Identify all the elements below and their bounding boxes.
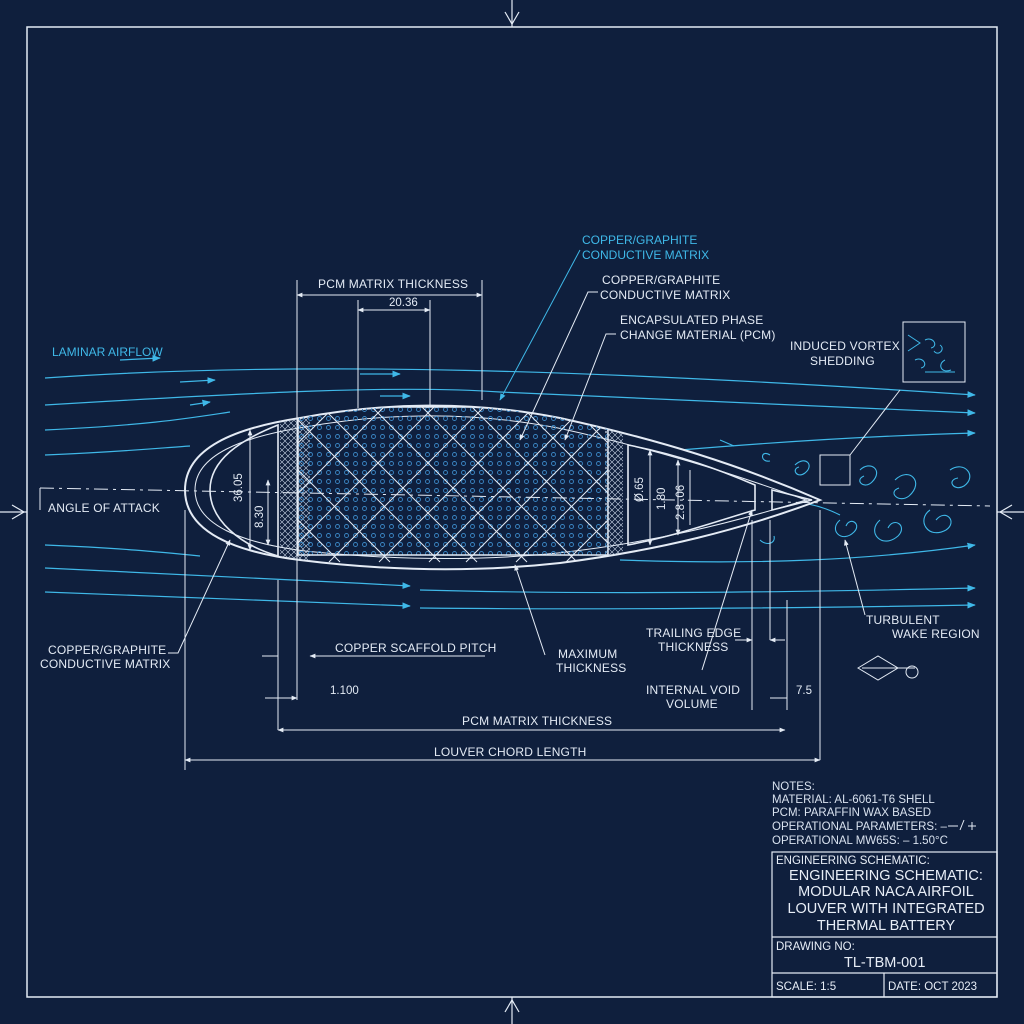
louver-chord-length-label: LOUVER CHORD LENGTH (434, 745, 587, 759)
notes-block: NOTES: MATERIAL: AL-6061-T6 SHELL PCM: P… (772, 781, 976, 847)
dimension-1-80: 1.80 (656, 488, 668, 510)
copper-graphite-white-label-2: CONDUCTIVE MATRIX (600, 288, 731, 302)
turbulent-wake-label-1: TURBULENT (866, 613, 940, 627)
notes-line-1: MATERIAL: AL-6061-T6 SHELL (772, 794, 935, 806)
dimension-7-5: 7.5 (796, 685, 812, 697)
encapsulated-pcm-label-2: CHANGE MATERIAL (PCM) (620, 328, 776, 342)
drawing-number-label: DRAWING NO: (776, 941, 855, 953)
drawing-title-line-2: MODULAR NACA AIRFOIL (798, 884, 974, 900)
maximum-thickness-label-1: MAXIMUM (558, 647, 617, 661)
scale-label: SCALE: 1:5 (776, 981, 836, 993)
pcm-matrix-thickness-bottom-label: PCM MATRIX THICKNESS (462, 714, 612, 728)
title-block: ENGINEERING SCHEMATIC: ENGINEERING SCHEM… (772, 852, 997, 997)
copper-scaffold-pitch-label: COPPER SCAFFOLD PITCH (335, 641, 497, 655)
induced-vortex-label-1: INDUCED VORTEX (790, 339, 900, 353)
laminar-airflow-label: LAMINAR AIRFLOW (52, 345, 163, 359)
drawing-number: TL-TBM-001 (844, 955, 925, 971)
pcm-matrix-core (280, 400, 623, 570)
copper-graphite-white-label-1: COPPER/GRAPHITE (602, 273, 720, 287)
encapsulated-pcm-label-1: ENCAPSULATED PHASE (620, 313, 763, 327)
angle-of-attack-label: ANGLE OF ATTACK (48, 501, 160, 515)
notes-header: NOTES: (772, 781, 815, 793)
trailing-edge-thickness-label-2: THICKNESS (658, 640, 728, 654)
notes-line-2: PCM: PARAFFIN WAX BASED (772, 807, 931, 819)
turbulent-wake-label-2: WAKE REGION (892, 627, 980, 641)
dimension-20-36: 20.36 (389, 297, 418, 309)
copper-graphite-left-label-2: CONDUCTIVE MATRIX (40, 657, 171, 671)
dimension-2-8-06: 2.8 .06 (675, 485, 687, 520)
vortex-detail (908, 335, 955, 372)
title-block-heading: ENGINEERING SCHEMATIC: (776, 855, 930, 867)
induced-vortex-label-2: SHEDDING (810, 354, 875, 368)
notes-line-4: OPERATIONAL MW65S: – 1.50°C (772, 835, 948, 847)
dimension-8-30: 8.30 (254, 506, 266, 528)
dimension-1-100: 1.100 (330, 685, 359, 697)
internal-void-volume-label-1: INTERNAL VOID (646, 683, 740, 697)
trailing-edge-thickness-label-1: TRAILING EDGE (646, 626, 741, 640)
drawing-title-line-3: LOUVER WITH INTEGRATED (787, 901, 984, 917)
drawing-title-line-1: ENGINEERING SCHEMATIC: (789, 868, 983, 884)
dimension-0-65: Ø.65 (634, 477, 646, 502)
copper-graphite-cyan-label-1: COPPER/GRAPHITE (582, 233, 697, 247)
copper-graphite-left-label-1: COPPER/GRAPHITE (48, 643, 166, 657)
dimension-36-05: 36.05 (233, 473, 245, 502)
drawing-title-line-4: THERMAL BATTERY (817, 918, 956, 934)
notes-line-3: OPERATIONAL PARAMETERS: – (772, 821, 947, 833)
internal-void-volume-label-2: VOLUME (666, 697, 718, 711)
symbol-mark (858, 656, 918, 680)
date-label: DATE: OCT 2023 (888, 981, 977, 993)
maximum-thickness-label-2: THICKNESS (556, 661, 626, 675)
pcm-matrix-thickness-top-label: PCM MATRIX THICKNESS (318, 277, 468, 291)
copper-graphite-cyan-label-2: CONDUCTIVE MATRIX (582, 248, 709, 262)
